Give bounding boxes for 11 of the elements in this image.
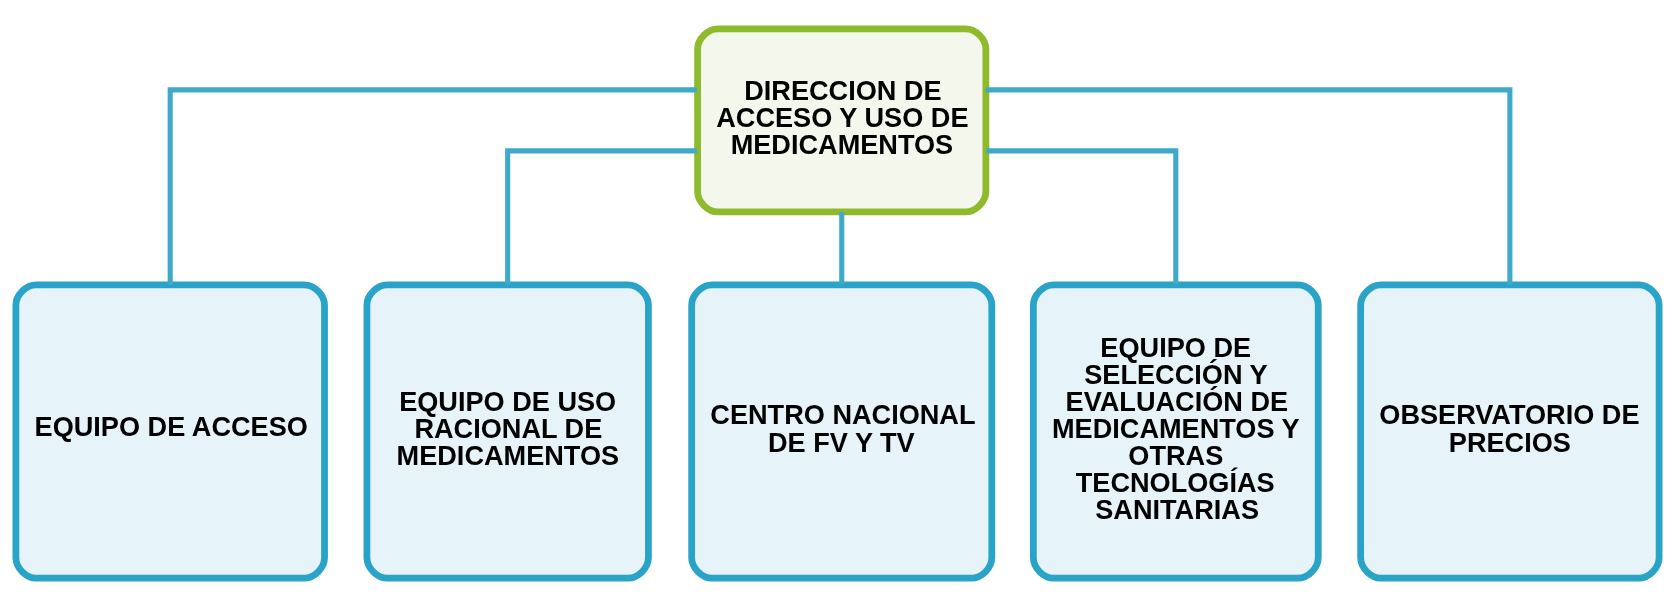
- node-box: OBSERVATORIO DE PRECIOS: [1357, 280, 1663, 582]
- node-box: CENTRO NACIONAL DE FV Y TV: [688, 280, 996, 582]
- connector: [985, 86, 1513, 285]
- connector: [986, 147, 1179, 285]
- connector: [167, 86, 697, 285]
- connector: [839, 211, 845, 284]
- node-box: DIRECCION DE ACCESO Y USO DE MEDICAMENTOS: [694, 24, 990, 215]
- node-box: EQUIPO DE SELECCIÓN Y EVALUACIÓN DE MEDICAMENTOS Y OTRAS TECNOLOGÍAS SANITARIAS: [1029, 280, 1322, 582]
- node-box: EQUIPO DE ACCESO: [12, 280, 328, 582]
- connector: [505, 147, 698, 285]
- node-box: EQUIPO DE USO RACIONAL DE MEDICAMENTOS: [363, 280, 652, 582]
